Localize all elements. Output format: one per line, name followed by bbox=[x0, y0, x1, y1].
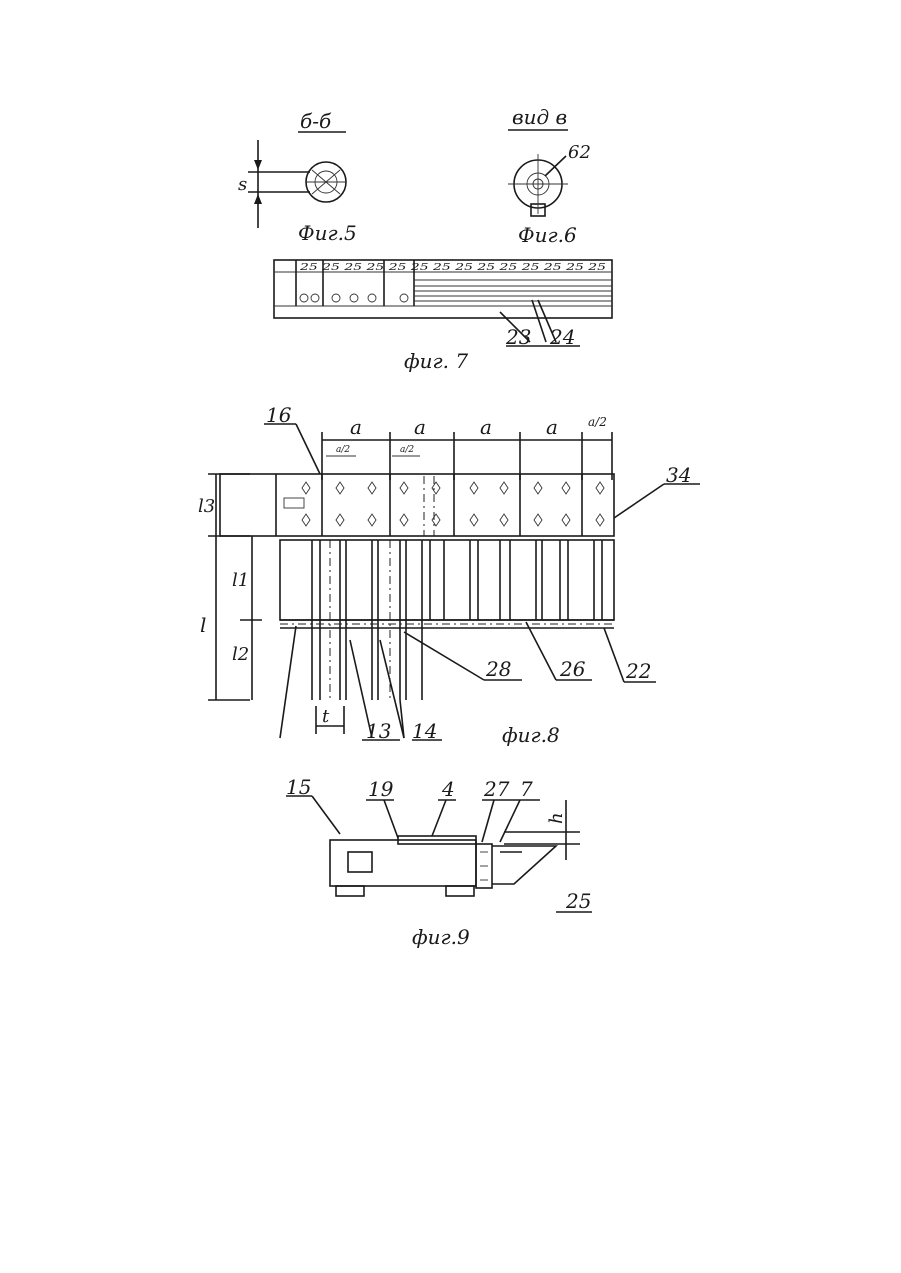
fig8-dim-l3: l3 bbox=[198, 496, 215, 517]
fig5-caption: Фиг.5 bbox=[298, 221, 357, 245]
fig8-ref-13: 13 bbox=[366, 719, 391, 743]
fig7-ref-24: 24 bbox=[549, 325, 575, 349]
fig7-group: 25 25 25 25 25 25 25 25 25 25 25 25 25 2… bbox=[274, 260, 612, 373]
fig8-ref-22: 22 bbox=[625, 659, 651, 683]
fig9-group: h 15 19 4 27 7 25 фиг.9 bbox=[286, 775, 592, 949]
fig7-strip-marks: 25 25 25 25 25 25 25 25 25 25 25 25 25 2… bbox=[298, 263, 606, 273]
fig6-group: вид в 62 Фиг.6 bbox=[508, 105, 591, 247]
fig9-ref-19: 19 bbox=[368, 777, 394, 801]
fig8-dim-a-half-small-2: a/2 bbox=[400, 445, 414, 455]
fig8-ref-14: 14 bbox=[412, 719, 437, 743]
fig8-ref-34: 34 bbox=[666, 463, 691, 487]
fig7-caption: фиг. 7 bbox=[404, 349, 468, 373]
fig8-dim-a-2: a bbox=[414, 415, 426, 439]
fig8-ref-26: 26 bbox=[559, 657, 586, 681]
fig5-dim-s: s bbox=[238, 174, 247, 195]
fig8-group: a a a a a/2 a/2 a/2 16 bbox=[198, 403, 700, 747]
fig8-dim-a-half: a/2 bbox=[588, 415, 607, 429]
fig8-ref-28: 28 bbox=[485, 657, 511, 681]
fig6-view-title: вид в bbox=[512, 105, 567, 129]
fig6-ref-62: 62 bbox=[568, 142, 591, 163]
fig8-top-block bbox=[220, 474, 614, 536]
fig8-dim-a-4: a bbox=[546, 415, 558, 439]
fig9-base-body bbox=[330, 840, 476, 886]
fig9-ref-7: 7 bbox=[520, 777, 533, 801]
fig9-dim-h: h bbox=[546, 812, 567, 824]
fig8-dim-a-1: a bbox=[350, 415, 362, 439]
fig9-ref-25: 25 bbox=[565, 889, 591, 913]
fig9-ref-27: 27 bbox=[483, 777, 510, 801]
fig6-caption: Фиг.6 bbox=[518, 223, 577, 247]
fig9-caption: фиг.9 bbox=[412, 925, 470, 949]
fig8-caption: фиг.8 bbox=[502, 723, 560, 747]
fig7-ref-23: 23 bbox=[505, 325, 531, 349]
fig8-dim-l1: l1 bbox=[232, 570, 249, 591]
fig8-dim-l2: l2 bbox=[232, 644, 249, 665]
fig5-group: б-б s Фиг.5 bbox=[238, 109, 357, 245]
fig9-ref-15: 15 bbox=[286, 775, 311, 799]
fig8-dim-l: l bbox=[200, 613, 206, 637]
fig9-ref-4: 4 bbox=[441, 777, 455, 801]
fig8-dim-a-half-small-1: a/2 bbox=[336, 445, 350, 455]
fig5-section-title: б-б bbox=[300, 109, 332, 133]
fig8-dim-a-3: a bbox=[480, 415, 492, 439]
fig8-dim-t: t bbox=[322, 706, 330, 727]
